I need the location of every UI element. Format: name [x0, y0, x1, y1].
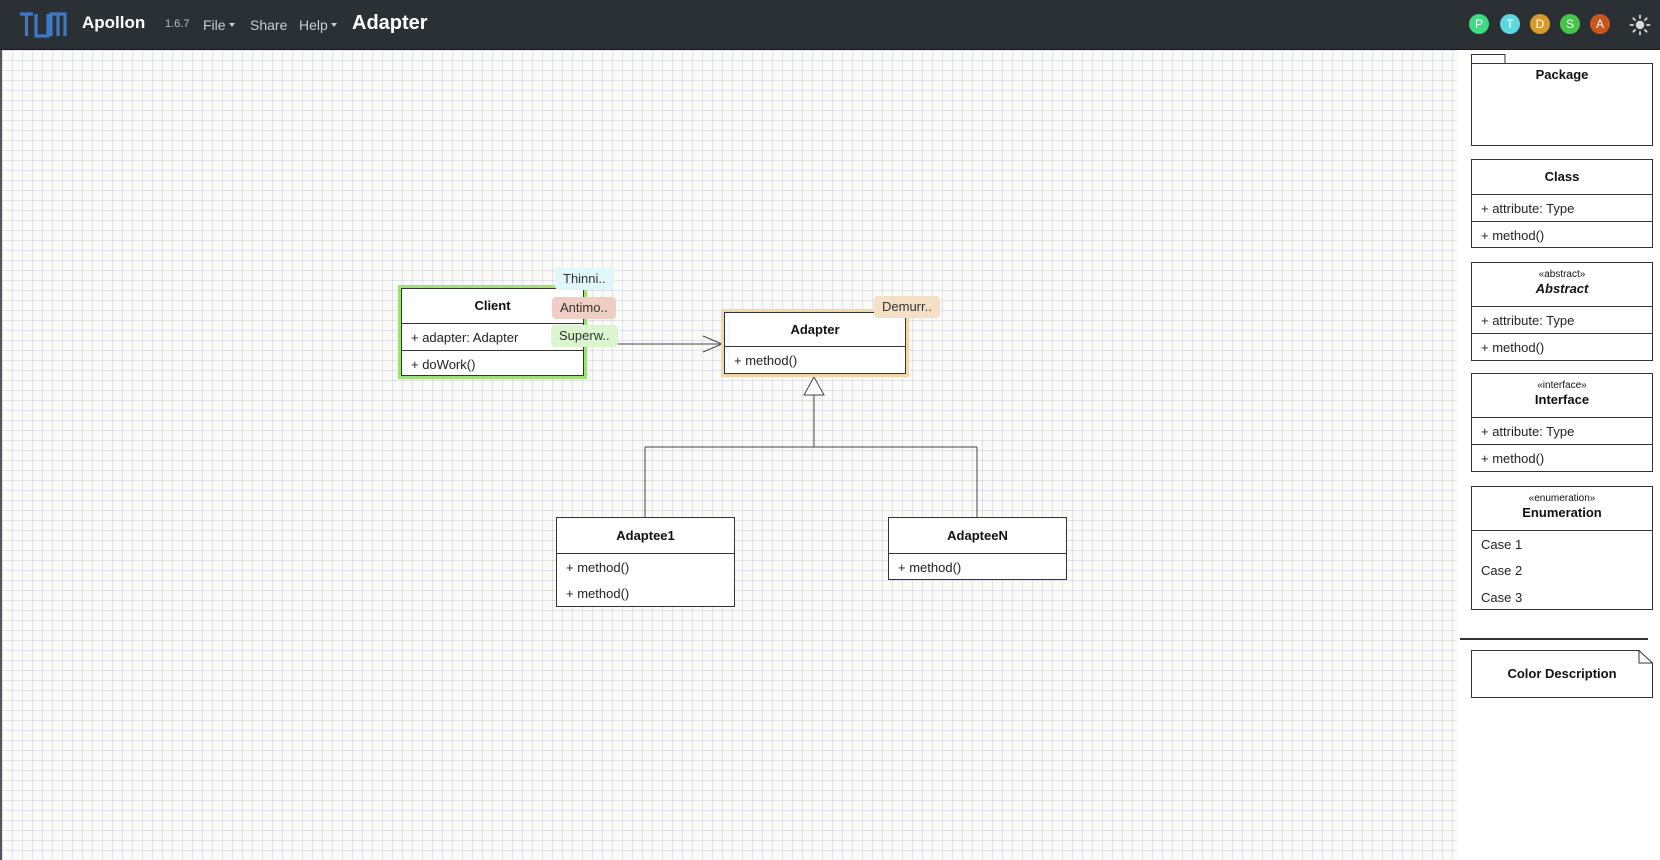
palette-class-name: Class — [1544, 169, 1580, 184]
class-adaptee1[interactable]: Adaptee1 + method() + method() — [556, 517, 735, 607]
palette-color-description[interactable] — [1471, 650, 1653, 698]
class-name: AdapteeN — [947, 528, 1008, 543]
palette-interface[interactable]: «interface» Interface + attribute: Type … — [1471, 373, 1653, 472]
palette-color-description-label: Color Description — [1507, 666, 1617, 681]
app-version: 1.6.7 — [165, 18, 190, 30]
palette-package-label: Package — [1535, 67, 1589, 82]
palette-abstract-method: + method() — [1472, 333, 1652, 360]
collaborator-avatar[interactable]: P — [1469, 14, 1489, 34]
collaborator-presence-label: Thinni.. — [555, 268, 614, 290]
palette-enumeration-case: Case 2 — [1481, 563, 1523, 578]
class-method[interactable]: + method() — [566, 586, 630, 601]
relationship-layer — [582, 335, 978, 517]
collaborator-presence-label: Antimo.. — [552, 297, 616, 319]
class-method[interactable]: + method() — [889, 553, 1066, 580]
collaborator-avatar[interactable]: D — [1530, 14, 1550, 34]
association-arrow-icon — [702, 335, 724, 353]
class-name: Adapter — [790, 322, 840, 337]
class-client[interactable]: Client + adapter: Adapter + doWork() — [401, 288, 584, 376]
collaborator-avatar[interactable]: S — [1560, 14, 1580, 34]
class-method[interactable]: + method() — [725, 346, 905, 373]
collaborator-presence-label: Demurr.. — [874, 296, 940, 318]
collaborator-avatar[interactable]: T — [1500, 14, 1520, 34]
palette-abstract-name: Abstract — [1535, 281, 1589, 296]
chevron-down-icon — [330, 23, 337, 27]
palette-interface-method: + method() — [1472, 444, 1652, 471]
palette-divider — [1460, 638, 1648, 640]
class-adapteen[interactable]: AdapteeN + method() — [888, 517, 1067, 580]
diagram-canvas[interactable]: Client + adapter: Adapter + doWork() Ada… — [0, 50, 1457, 860]
class-adapter[interactable]: Adapter + method() — [724, 312, 906, 374]
palette-package[interactable] — [1471, 54, 1653, 146]
file-menu-label: File — [203, 17, 226, 33]
palette-class-method: + method() — [1472, 221, 1652, 248]
diagram-title[interactable]: Adapter — [352, 12, 428, 34]
palette-abstract-class[interactable]: «abstract» Abstract + attribute: Type + … — [1471, 262, 1653, 361]
help-menu[interactable]: Help — [299, 17, 337, 33]
palette-enumeration-case: Case 1 — [1472, 530, 1652, 557]
chevron-down-icon — [228, 23, 235, 27]
tum-logo-icon[interactable] — [19, 12, 67, 38]
class-attribute[interactable]: + adapter: Adapter — [402, 323, 583, 350]
palette-abstract-stereotype: «abstract» — [1538, 269, 1586, 280]
class-method[interactable]: + method() — [557, 553, 734, 580]
inheritance-triangle-icon — [803, 375, 825, 396]
palette-enumeration-stereotype: «enumeration» — [1528, 493, 1596, 504]
element-palette: Package Class + attribute: Type + method… — [1457, 50, 1660, 860]
class-method[interactable]: + doWork() — [402, 350, 583, 377]
share-menu[interactable]: Share — [250, 17, 288, 33]
file-menu[interactable]: File — [203, 17, 235, 33]
help-menu-label: Help — [299, 17, 328, 33]
collaborator-presence-label: Superw.. — [551, 325, 618, 347]
palette-interface-name: Interface — [1534, 392, 1590, 407]
collaborator-avatar[interactable]: A — [1590, 14, 1610, 34]
palette-enumeration-case: Case 3 — [1481, 590, 1523, 605]
top-navigation-bar: Apollon 1.6.7 File Share Help Adapter P … — [0, 0, 1660, 50]
palette-enumeration-name: Enumeration — [1522, 505, 1602, 520]
app-name[interactable]: Apollon — [82, 13, 146, 32]
palette-class-attribute: + attribute: Type — [1472, 194, 1652, 221]
palette-abstract-attribute: + attribute: Type — [1472, 306, 1652, 333]
class-name: Adaptee1 — [616, 528, 675, 543]
palette-enumeration[interactable]: «enumeration» Enumeration Case 1 Case 2 … — [1471, 486, 1653, 610]
palette-class[interactable]: Class + attribute: Type + method() — [1471, 159, 1653, 248]
palette-interface-stereotype: «interface» — [1537, 380, 1587, 391]
palette-interface-attribute: + attribute: Type — [1472, 417, 1652, 444]
class-name: Client — [474, 298, 511, 313]
sun-icon[interactable] — [1629, 14, 1651, 36]
